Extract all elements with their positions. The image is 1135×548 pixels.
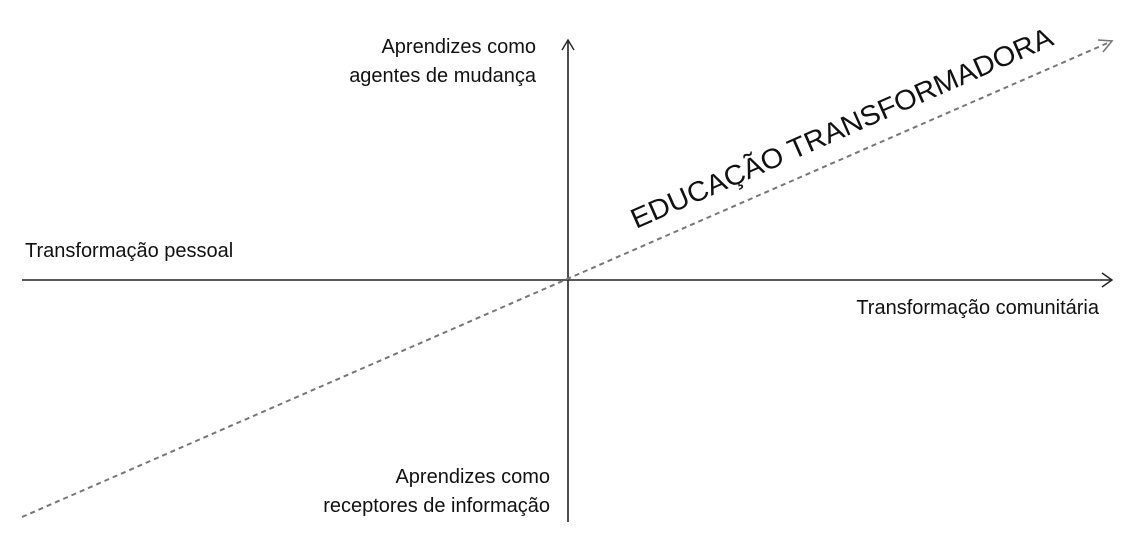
y-axis-bottom-line-1: Aprendizes como bbox=[395, 466, 550, 488]
y-axis-bottom-line-2: receptores de informação bbox=[323, 495, 550, 517]
diagonal-title: EDUCAÇÃO TRANSFORMADORA bbox=[626, 21, 1058, 234]
dashed-line-arrowhead bbox=[1097, 39, 1114, 53]
x-axis-right-label: Transformação comunitária bbox=[856, 297, 1099, 319]
horizontal-axis-arrowhead bbox=[1101, 272, 1114, 288]
y-axis-top-line-2: agentes de mudança bbox=[349, 65, 536, 87]
vertical-axis-arrowhead bbox=[561, 38, 575, 51]
x-axis-left-label: Transformação pessoal bbox=[25, 240, 234, 262]
y-axis-top-label: Aprendizes como agentes de mudança bbox=[349, 33, 536, 91]
y-axis-top-line-1: Aprendizes como bbox=[381, 36, 536, 58]
y-axis-bottom-label: Aprendizes como receptores de informação bbox=[323, 463, 550, 521]
